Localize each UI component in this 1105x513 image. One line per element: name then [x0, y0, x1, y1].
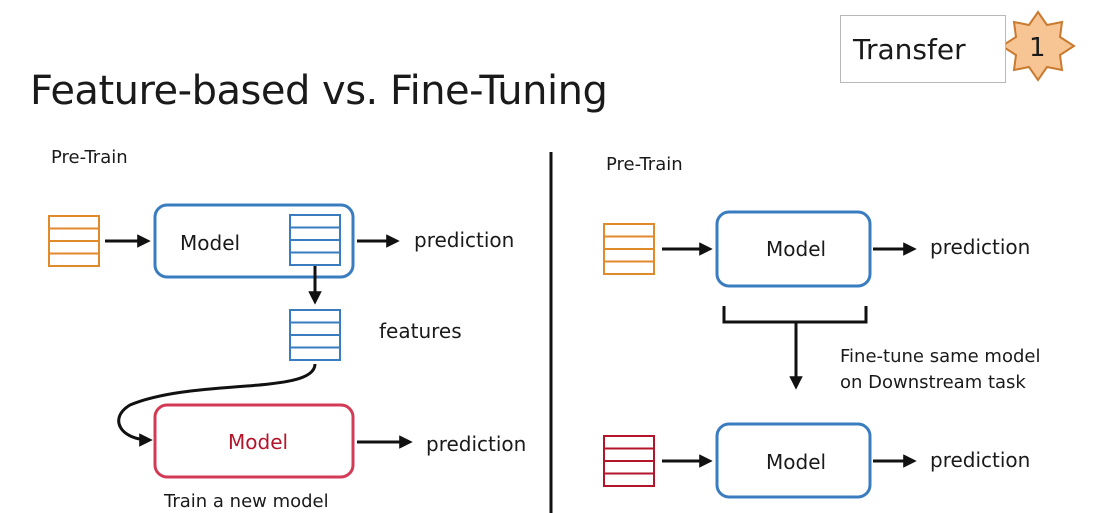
left-inner-features-stack-icon: [289, 214, 341, 266]
left-features-stack-icon: [289, 309, 341, 361]
right-prediction-label-bottom: prediction: [930, 448, 1031, 472]
slide-title: Feature-based vs. Fine-Tuning: [30, 68, 608, 114]
right-finetune-line2: on Downstream task: [840, 372, 1026, 393]
right-model-box-top: [715, 210, 872, 288]
left-curved-arrow: [117, 363, 317, 447]
transfer-badge: Transfer: [840, 15, 1006, 83]
left-model-label-bottom: Model: [228, 430, 289, 454]
right-bracket: [722, 306, 868, 324]
left-prediction-label-bottom: prediction: [426, 432, 527, 456]
left-model-box-top: [153, 203, 355, 279]
right-downstream-input-stack-icon: [603, 435, 655, 487]
right-input-stack-icon: [603, 223, 655, 275]
right-prediction-label-top: prediction: [930, 235, 1031, 259]
right-model-label-top: Model: [766, 237, 827, 261]
left-prediction-label-top: prediction: [414, 228, 515, 252]
badge-label: Transfer: [853, 32, 966, 66]
left-caption-train-new-model: Train a new model: [164, 491, 329, 512]
left-pretrain-label: Pre-Train: [51, 147, 128, 168]
left-model-box-bottom: [153, 403, 355, 479]
badge-number: 1: [1029, 33, 1046, 63]
left-model-label-top: Model: [180, 231, 241, 255]
right-model-box-bottom: [715, 422, 872, 499]
badge-star-icon: [1000, 10, 1076, 82]
left-features-label: features: [379, 319, 462, 343]
right-finetune-line1: Fine-tune same model: [840, 346, 1041, 367]
right-model-label-bottom: Model: [766, 450, 827, 474]
left-input-stack-icon: [48, 215, 100, 267]
right-pretrain-label: Pre-Train: [606, 154, 683, 175]
